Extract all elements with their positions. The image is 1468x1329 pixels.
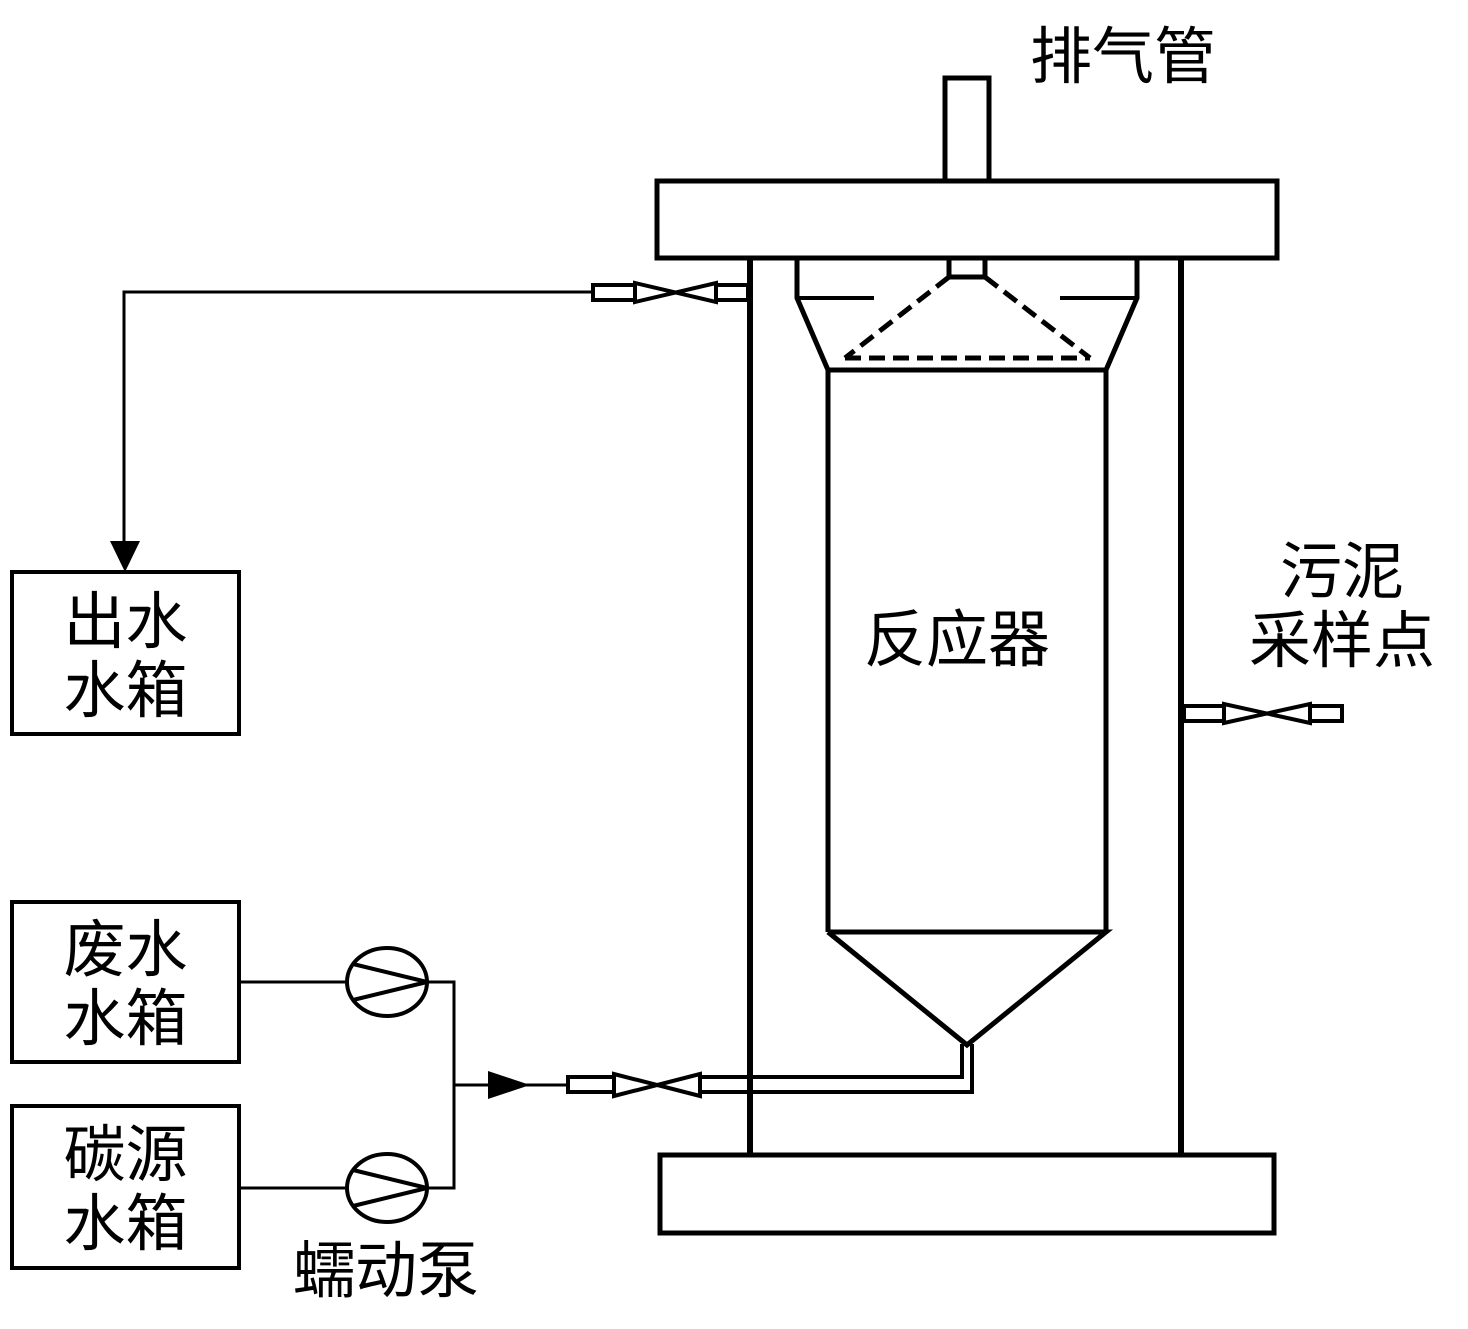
sludge-sampling-label-line1: 污泥 (1279, 535, 1404, 608)
reactor-upper-right-wall (1103, 258, 1140, 932)
wastewater-tank-label-line1: 废水 (63, 913, 188, 986)
sludge-pipe-stub-right (1308, 704, 1344, 723)
inlet-pipe (700, 1044, 974, 1094)
effluent-tank-label-line1: 出水 (63, 585, 188, 658)
top-cover (654, 178, 1280, 261)
carbon-source-tank-label-line2: 水箱 (63, 1187, 188, 1261)
flow-arrow-down-icon (110, 541, 140, 572)
reactor-bottom-cone (826, 929, 1114, 1049)
effluent-line (122, 290, 593, 545)
effluent-tank (10, 570, 241, 736)
effluent-tank-label-line2: 水箱 (63, 654, 188, 728)
effluent-tank-label: 出水 水箱 (12, 587, 239, 726)
carbon-source-tank-label-line1: 碳源 (63, 1118, 188, 1191)
sludge-sampling-valve[interactable] (1222, 701, 1312, 726)
sludge-sampling-label: 污泥 采样点 (1232, 537, 1452, 676)
effluent-pipe-stub-right (714, 283, 750, 302)
pump-merge-line (427, 980, 456, 1190)
inlet-pipe-stub (566, 1075, 616, 1094)
inlet-valve[interactable] (612, 1071, 702, 1099)
wastewater-tank-label: 废水 水箱 (12, 915, 239, 1054)
sludge-sampling-label-line2: 采样点 (1248, 604, 1435, 678)
effluent-valve[interactable] (633, 280, 718, 305)
exhaust-pipe-label: 排气管 (1030, 20, 1217, 93)
gas-hood-neck (946, 255, 988, 280)
sludge-pipe-stub-left (1182, 704, 1226, 723)
reactor-upper-left-wall (794, 258, 831, 932)
wastewater-tank-label-line2: 水箱 (63, 982, 188, 1056)
base-plate (657, 1152, 1277, 1236)
three-phase-separator (843, 275, 1092, 361)
wastewater-pump[interactable] (345, 946, 429, 1018)
flow-arrow-right-icon (488, 1071, 530, 1099)
effluent-pipe-stub-left (591, 283, 637, 302)
carbon-source-tank-label: 碳源 水箱 (12, 1120, 239, 1259)
carbon-pump[interactable] (345, 1152, 429, 1224)
peristaltic-pump-label: 蠕动泵 (293, 1234, 480, 1307)
exhaust-pipe (942, 75, 992, 185)
reactor-label: 反应器 (864, 603, 1051, 676)
